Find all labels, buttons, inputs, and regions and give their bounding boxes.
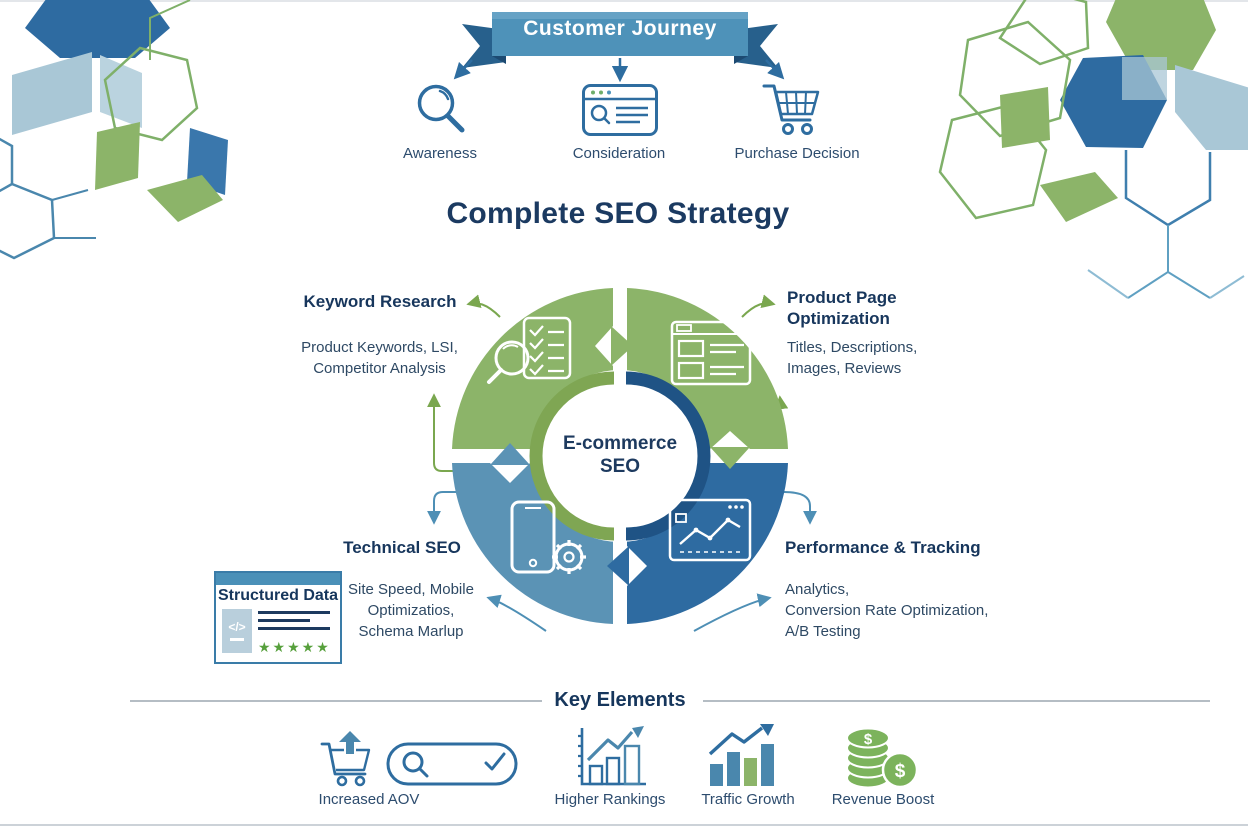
hex-outline bbox=[1124, 150, 1212, 227]
hex-outline bbox=[0, 137, 14, 193]
product-page-icon bbox=[670, 320, 752, 386]
rankings-chart-icon bbox=[578, 726, 646, 786]
quadrant-details-technical-seo: Site Speed, Mobile Optimizatios, Schema … bbox=[348, 581, 474, 640]
dollar-glyph: $ bbox=[895, 761, 906, 782]
divider-left bbox=[130, 700, 542, 702]
customer-journey-ribbon bbox=[462, 12, 778, 68]
cart-up-icon bbox=[320, 731, 371, 787]
quadrant-title-performance: Performance & Tracking bbox=[785, 538, 981, 557]
quadrant-title-product-page: Product Page Optimization bbox=[787, 288, 897, 329]
hex-cube-face bbox=[1122, 57, 1167, 100]
hex-outline bbox=[149, 0, 191, 60]
text-line bbox=[258, 627, 330, 630]
card-title: Structured Data bbox=[217, 587, 339, 604]
flow-notch bbox=[710, 431, 750, 449]
key-elements-heading: Key Elements bbox=[554, 689, 686, 711]
hex-outline bbox=[1087, 269, 1245, 299]
bottom-edge-line bbox=[0, 824, 1248, 826]
flow-tip bbox=[710, 447, 750, 469]
key-element-label: Higher Rankings bbox=[554, 791, 666, 808]
page-title: Complete SEO Strategy bbox=[446, 197, 790, 230]
quadrant-details-keyword-research: Product Keywords, LSI, Competitor Analys… bbox=[301, 339, 458, 377]
five-stars-icon: ★★★★★ bbox=[258, 639, 331, 655]
magnifier-icon bbox=[417, 84, 465, 133]
center-hub bbox=[534, 370, 706, 542]
code-glyph: </> bbox=[228, 620, 246, 634]
journey-step-label: Purchase Decision bbox=[734, 145, 860, 162]
hex-cube-face bbox=[1000, 87, 1050, 148]
quadrant-details-product-page: Titles, Descriptions, Images, Reviews bbox=[787, 339, 918, 377]
key-element-label: Increased AOV bbox=[318, 791, 420, 808]
wheel-center-label: E-commerce SEO bbox=[562, 433, 678, 477]
ribbon-band bbox=[492, 12, 748, 56]
magnifier-checklist-icon bbox=[487, 316, 572, 384]
quadrant-title-technical-seo: Technical SEO bbox=[343, 538, 461, 557]
card-header-bar bbox=[216, 573, 340, 585]
flow-notch bbox=[627, 546, 647, 586]
flow-tip bbox=[607, 546, 629, 586]
ribbon-fold bbox=[492, 56, 506, 64]
key-element-label: Traffic Growth bbox=[701, 791, 795, 808]
traffic-bars-icon bbox=[708, 724, 774, 786]
seo-strategy-wheel bbox=[452, 288, 788, 624]
flow-tip bbox=[611, 326, 633, 366]
flow-tip bbox=[490, 443, 530, 465]
hex-cube-face bbox=[12, 52, 92, 135]
up-arrow bbox=[339, 731, 361, 754]
card-text-lines: ★★★★★ bbox=[258, 609, 334, 654]
search-bar-check-icon bbox=[386, 742, 518, 786]
center-ring-navy bbox=[625, 371, 711, 541]
hex-cube-face bbox=[1106, 0, 1216, 70]
center-ring-green bbox=[529, 371, 615, 541]
hex-cube-face bbox=[1040, 172, 1118, 222]
hex-outline bbox=[1127, 225, 1211, 299]
coins-icon: $ $ bbox=[846, 727, 919, 789]
flow-notch bbox=[490, 463, 530, 483]
hex-outline bbox=[0, 182, 56, 260]
key-element-label: Revenue Boost bbox=[831, 791, 935, 808]
hex-cube-face bbox=[95, 122, 140, 190]
quadrant-details-performance: Analytics, Conversion Rate Optimization,… bbox=[785, 581, 989, 640]
analytics-dashboard-icon bbox=[668, 498, 752, 562]
flow-notch bbox=[595, 326, 613, 366]
hex-cube-face bbox=[25, 0, 170, 58]
hex-decor-top-left bbox=[0, 0, 228, 260]
structured-data-card: Structured Data </> ★★★★★ bbox=[214, 571, 342, 664]
browser-profile-icon bbox=[582, 84, 658, 136]
code-icon: </> bbox=[222, 609, 252, 653]
mobile-gear-icon bbox=[510, 500, 586, 574]
journey-step-label: Awareness bbox=[403, 145, 477, 162]
code-bar bbox=[230, 638, 244, 641]
hex-decor-top-right bbox=[938, 0, 1248, 299]
journey-step-label: Consideration bbox=[572, 145, 666, 162]
hex-cube-face bbox=[1175, 65, 1248, 150]
hex-outline bbox=[958, 20, 1072, 138]
dollar-glyph: $ bbox=[864, 731, 873, 748]
text-line bbox=[258, 611, 330, 614]
ribbon-fold bbox=[734, 56, 748, 64]
hex-cube-face bbox=[147, 175, 223, 222]
divider-right bbox=[703, 700, 1210, 702]
top-edge-line bbox=[0, 0, 1248, 2]
ribbon-band-highlight bbox=[492, 12, 748, 19]
text-line bbox=[258, 619, 310, 622]
hex-outline bbox=[998, 0, 1090, 66]
hex-outline bbox=[103, 46, 199, 142]
quadrant-title-keyword-research: Keyword Research bbox=[303, 292, 457, 311]
hex-outline bbox=[51, 189, 96, 239]
shopping-cart-icon bbox=[762, 84, 820, 135]
banner-title: Customer Journey bbox=[523, 17, 717, 40]
